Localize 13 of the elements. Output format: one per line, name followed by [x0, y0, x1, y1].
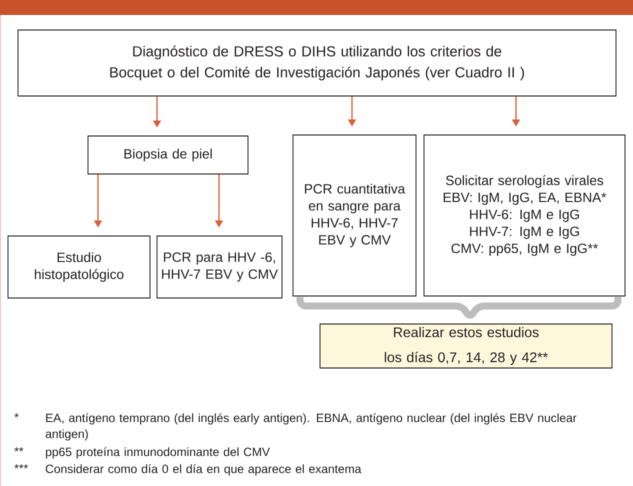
footnote-mark: *: [14, 413, 19, 418]
footnote: pp65 proteína inmunodominante del CMV: [46, 447, 270, 459]
result-box: Realizar estos estudios los días 0,7, 14, 28 y 42**: [320, 324, 612, 368]
process-box: Solicitar serologías virales EBV: IgM, IgG, EA, EBNA* HHV-6: IgM e IgG HHV-7: IgM e IgG CMV: pp65, IgM e IgG**: [424, 134, 626, 296]
footnote-mark: **: [14, 447, 24, 452]
process-box: PCR cuantitativa en sangre para HHV-6, HHV-7 EBV y CMV: [292, 134, 416, 296]
footnote: Considerar como día 0 el día en que aparece el exantema: [46, 464, 362, 476]
process-box: PCR para HHV -6, HHV-7 EBV y CMV: [156, 236, 282, 298]
process-box: Estudio histopatológico: [8, 236, 150, 298]
process-box: Diagnóstico de DRESS o DIHS utilizando los criterios de Bocquet o del Comité de Investigación Japonés (ver Cuadro II ): [18, 30, 616, 96]
footnote-mark: ***: [14, 464, 28, 468]
process-box: Biopsia de piel: [88, 136, 248, 174]
footnote: EA, antígeno temprano (del inglés early antigen). EBNA, antígeno nuclear (del inglés EBV nuclear antigen): [46, 413, 577, 441]
